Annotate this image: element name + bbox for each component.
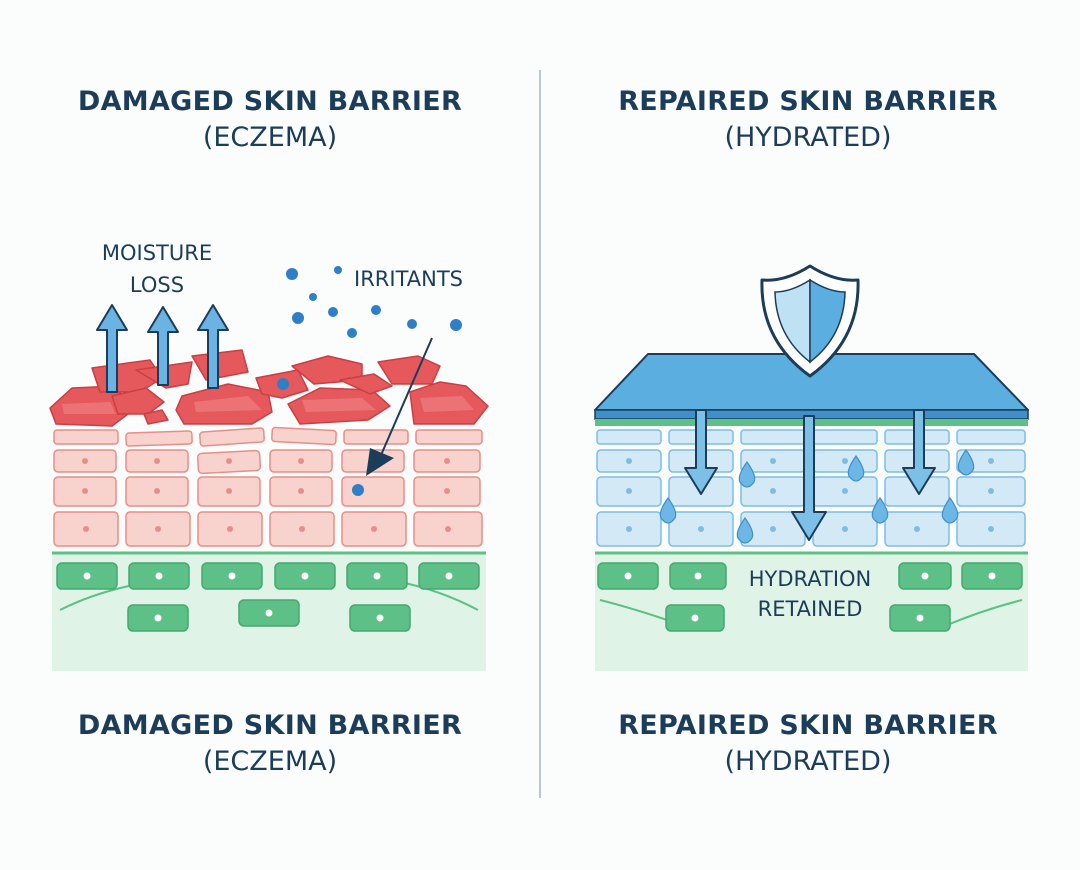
irritant-particles xyxy=(277,266,462,496)
irritant-penetration-arrow xyxy=(377,337,433,463)
left-epidermis-cells xyxy=(53,426,483,547)
moisture-loss-label: MOISTURE xyxy=(102,241,212,265)
right-bottom-heading: REPAIRED SKIN BARRIER (HYDRATED) xyxy=(568,710,1048,779)
right-bottom-subtitle: (HYDRATED) xyxy=(724,746,892,778)
left-bottom-heading: DAMAGED SKIN BARRIER (ECZEMA) xyxy=(30,710,510,779)
hydration-arrows xyxy=(684,409,936,541)
irritants-label: IRRITANTS xyxy=(354,267,463,291)
left-top-subtitle: (ECZEMA) xyxy=(202,122,338,154)
left-bottom-subtitle: (ECZEMA) xyxy=(202,746,338,778)
water-droplets xyxy=(659,448,975,544)
left-top-title: DAMAGED SKIN BARRIER xyxy=(77,86,463,117)
right-bottom-title: REPAIRED SKIN BARRIER xyxy=(618,710,998,741)
moisture-loss-arrows xyxy=(96,304,229,393)
right-top-title: REPAIRED SKIN BARRIER xyxy=(618,86,998,117)
left-bottom-title: DAMAGED SKIN BARRIER xyxy=(77,710,463,741)
shield-icon xyxy=(760,264,860,378)
left-top-heading: DAMAGED SKIN BARRIER (ECZEMA) xyxy=(30,86,510,155)
hydration-retained-label-2: RETAINED xyxy=(758,597,863,621)
damaged-skin-diagram: MOISTURE LOSS IRRITANTS xyxy=(49,241,489,671)
moisture-loss-label-2: LOSS xyxy=(130,273,184,297)
hydration-retained-label: HYDRATION xyxy=(749,567,872,591)
right-top-subtitle: (HYDRATED) xyxy=(724,122,892,154)
panel-divider xyxy=(539,70,541,798)
right-top-heading: REPAIRED SKIN BARRIER (HYDRATED) xyxy=(568,86,1048,155)
repaired-skin-diagram: HYDRATION RETAINED xyxy=(594,264,1029,671)
